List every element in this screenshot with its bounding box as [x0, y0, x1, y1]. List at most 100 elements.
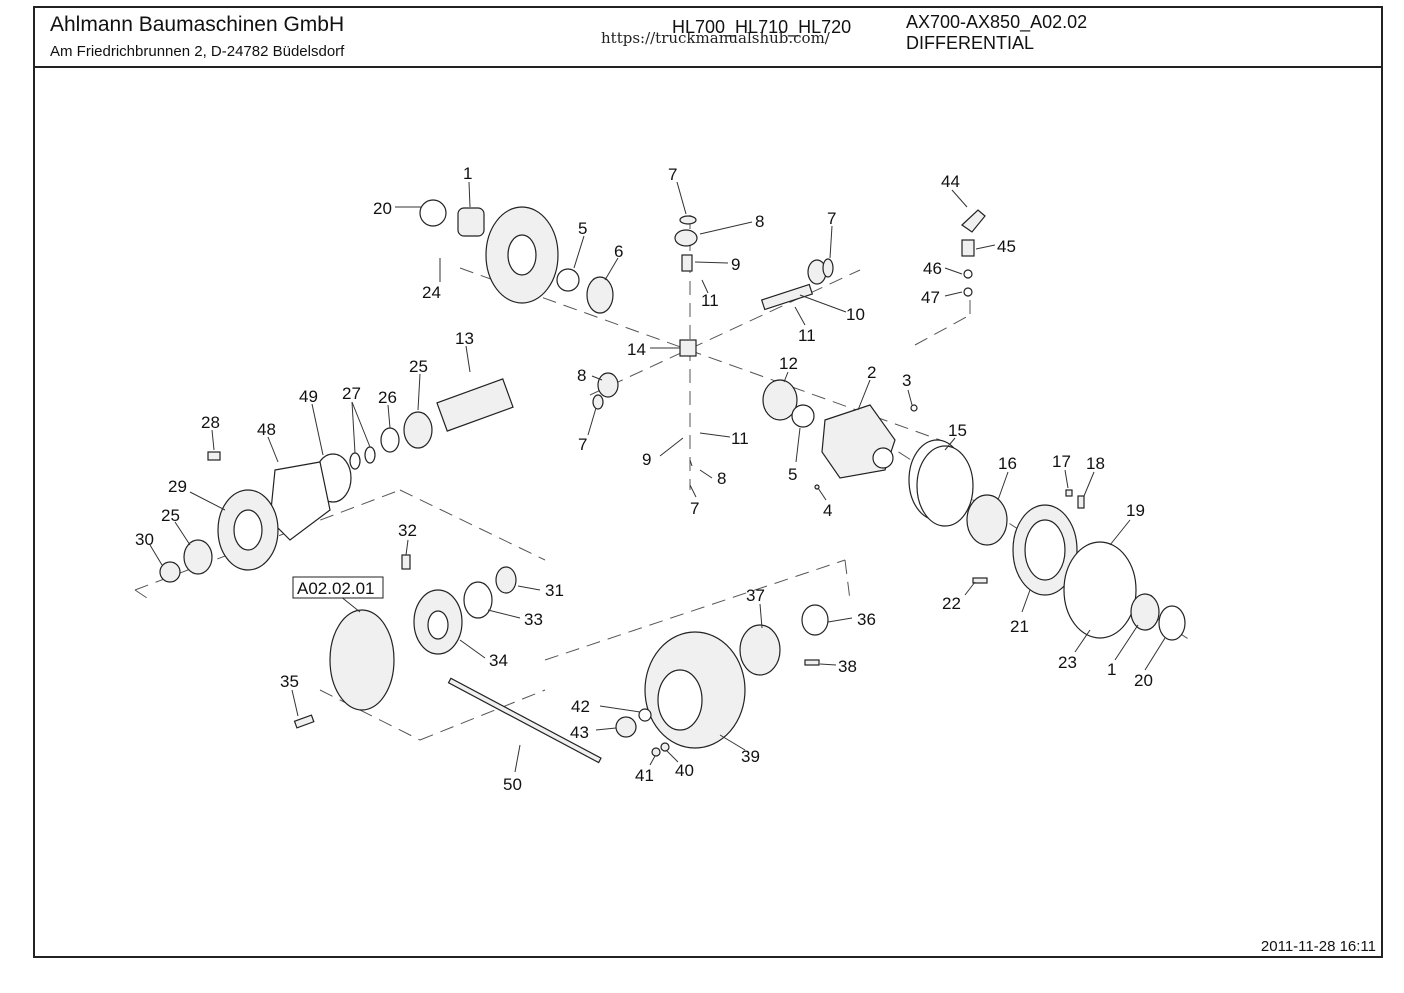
- part-47-seal: [963, 287, 973, 297]
- part-48-gasket: [269, 461, 331, 541]
- callout-9: 9: [731, 255, 740, 274]
- callout-8-b: 8: [577, 366, 586, 385]
- callout-6: 6: [614, 242, 623, 261]
- part-36-circlip: [801, 604, 829, 636]
- callout-41: 41: [635, 766, 654, 785]
- callout-21: 21: [1010, 617, 1029, 636]
- part-25-bearing: [403, 411, 433, 449]
- callout-48: 48: [257, 420, 276, 439]
- part-20-ring-b: [1158, 605, 1186, 641]
- part-6-side-gear: [586, 276, 614, 314]
- callout-5: 5: [578, 219, 587, 238]
- callout-11: 11: [701, 291, 719, 310]
- callout-17: 17: [1052, 452, 1071, 471]
- callout-42: 42: [571, 697, 590, 716]
- callout-32: 32: [398, 521, 417, 540]
- callout-40: 40: [675, 761, 694, 780]
- callout-7-b: 7: [827, 209, 836, 228]
- reference-box[interactable]: [292, 576, 384, 599]
- drawing-code: AX700-AX850_A02.02: [906, 12, 1088, 32]
- callout-35: 35: [280, 672, 299, 691]
- callout-16: 16: [998, 454, 1017, 473]
- callout-27: 27: [342, 384, 361, 403]
- timestamp: 2011-11-28 16:11: [1260, 938, 1376, 955]
- part-30-nut: [159, 561, 181, 583]
- part-46-seal: [963, 269, 973, 279]
- part-44-elbow: [961, 209, 986, 233]
- callout-8-c: 8: [717, 469, 726, 488]
- part-5-washer: [556, 268, 580, 292]
- callout-23: 23: [1058, 653, 1077, 672]
- callout-7-c: 7: [578, 435, 587, 454]
- part-22-bolt: [972, 577, 988, 584]
- part-31-seal: [495, 566, 517, 594]
- callout-33: 33: [524, 610, 543, 629]
- part-21-cover-bore: [1024, 519, 1066, 581]
- part-50-cable: [447, 677, 602, 764]
- part-45-breather: [961, 239, 975, 257]
- callout-22: 22: [942, 594, 961, 613]
- callout-14: 14: [627, 340, 646, 359]
- callout-29: 29: [168, 477, 187, 496]
- callout-20-b: 20: [1134, 671, 1153, 690]
- callout-46: 46: [923, 259, 942, 278]
- callout-24: 24: [422, 283, 441, 302]
- callout-1: 1: [463, 164, 472, 183]
- brake-assembly: [329, 609, 395, 711]
- part-18-bolt: [1077, 495, 1085, 509]
- part-13-pinion-shaft: [436, 378, 514, 432]
- part-25-bearing-b: [183, 539, 213, 575]
- part-27-shim-b: [349, 452, 361, 470]
- reference-tag[interactable]: A02.02.01: [292, 576, 384, 599]
- part-1-bearing: [457, 207, 485, 237]
- part-20-ring: [419, 199, 447, 227]
- part-8-pinion: [674, 229, 698, 247]
- company-address: Am Friedrichbrunnen 2, D-24782 Büdelsdor…: [50, 43, 345, 60]
- callout-37: 37: [746, 586, 765, 605]
- part-32-bolt: [401, 554, 411, 570]
- part-7-washer-c: [592, 394, 604, 410]
- part-13-crown-hub: [507, 234, 537, 276]
- callout-34: 34: [489, 651, 508, 670]
- part-7-washer-b: [822, 258, 834, 278]
- callout-5-b: 5: [788, 465, 797, 484]
- callout-9-b: 9: [642, 450, 651, 469]
- callout-49: 49: [299, 387, 318, 406]
- callout-39: 39: [741, 747, 760, 766]
- part-3-bolt: [910, 404, 918, 412]
- callout-13: 13: [455, 329, 474, 348]
- part-40-washer: [660, 742, 670, 752]
- part-8-pinion-c: [597, 372, 619, 398]
- callout-43: 43: [570, 723, 589, 742]
- model-list: HL700_HL710_HL720: [672, 17, 852, 37]
- part-5-washer-b: [791, 404, 815, 428]
- part-42-oring: [638, 708, 652, 722]
- page-frame: [33, 6, 1383, 958]
- part-28-bolt: [207, 451, 221, 461]
- leader-lines: [149, 181, 1166, 773]
- part-27-shim: [364, 446, 376, 464]
- company-name: Ahlmann Baumaschinen GmbH: [50, 13, 345, 36]
- callout-45: 45: [997, 237, 1016, 256]
- callout-44: 44: [941, 172, 960, 191]
- callout-25: 25: [409, 357, 428, 376]
- callout-47: 47: [921, 288, 940, 307]
- callout-30: 30: [135, 530, 154, 549]
- part-33-oring: [463, 581, 493, 619]
- part-12-side-gear: [762, 379, 798, 421]
- callout-26: 26: [378, 388, 397, 407]
- part-17-pin: [1065, 489, 1073, 497]
- watermark-link[interactable]: https://truckmanualshub.com/: [601, 29, 830, 47]
- part-labels: 1 20 24 5 6 7 8 9 11 7 10 11 44 45 46 47…: [135, 164, 1153, 794]
- part-16-ring: [966, 494, 1008, 546]
- callout-1-b: 1: [1107, 660, 1116, 679]
- part-15-discs-b: [916, 445, 974, 527]
- part-19-seal: [1063, 541, 1137, 639]
- part-26-spacer: [380, 427, 400, 453]
- part-41-nut: [651, 747, 661, 757]
- part-35-bolt: [293, 714, 315, 729]
- part-37-hub: [739, 624, 781, 676]
- callout-31: 31: [545, 581, 564, 600]
- part-10-shaft: [760, 283, 814, 311]
- callout-36: 36: [857, 610, 876, 629]
